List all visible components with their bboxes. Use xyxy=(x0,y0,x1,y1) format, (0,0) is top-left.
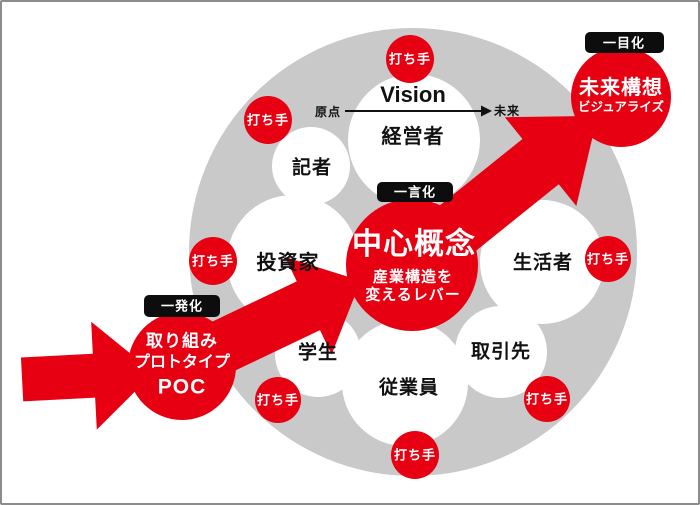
seikatsusha-circle xyxy=(480,200,604,324)
entry-arrow xyxy=(20,321,154,430)
future-label: 未来 xyxy=(493,104,521,118)
vision-title: Vision xyxy=(380,82,446,107)
center-concept-subtitle-2: 変えるレバー xyxy=(365,286,461,304)
hitte-circle-left xyxy=(189,237,237,285)
juugyouin-circle xyxy=(342,320,468,446)
ichimokuka-tag-plate xyxy=(585,32,664,53)
ippatsuka-tag-label: 一発化 xyxy=(160,298,204,314)
torihikisaki-label: 取引先 xyxy=(470,341,532,363)
center-concept-circle xyxy=(346,199,478,331)
keieisha-label: 経営者 xyxy=(381,126,445,148)
origin-label: 原点 xyxy=(314,105,342,119)
hitte-label-left: 打ち手 xyxy=(191,253,235,269)
ippatsuka-tag-plate xyxy=(144,295,220,317)
toushika-label: 投資家 xyxy=(256,252,320,274)
hitte-label-bottom: 打ち手 xyxy=(393,447,437,463)
hitte-circle-top xyxy=(386,35,434,83)
hitte-circle-bottom-left xyxy=(255,377,301,423)
future-vision-subtitle: ビジュアライズ xyxy=(577,99,665,114)
ichigonka-tag-plate xyxy=(377,182,453,202)
ichimokuka-tag-label: 一目化 xyxy=(602,35,646,51)
initiative-circle xyxy=(128,312,236,420)
juugyouin-label: 従業員 xyxy=(378,377,440,399)
hitte-label-bottom-left: 打ち手 xyxy=(256,392,300,408)
kisha-circle xyxy=(272,127,350,205)
future-vision-circle xyxy=(571,47,671,147)
hitte-circle-bottom-right xyxy=(524,376,570,422)
center-concept-title: 中心概念 xyxy=(352,228,476,261)
initiative-line-1: 取り組み xyxy=(146,331,218,351)
hitte-label-right: 打ち手 xyxy=(586,251,630,267)
ichigonka-tag-label: 一言化 xyxy=(393,184,437,200)
initiative-line-2: プロトタイプ xyxy=(133,354,231,371)
hitte-label-bottom-right: 打ち手 xyxy=(525,391,569,407)
future-vision-title: 未来構想 xyxy=(579,77,663,99)
torihikisaki-circle xyxy=(455,306,547,398)
initiative-line-3: POC xyxy=(157,375,207,399)
hitte-circle-bottom xyxy=(391,431,439,479)
hitte-circle-top-left xyxy=(244,96,292,144)
hitte-circle-right xyxy=(585,236,631,282)
keieisha-circle xyxy=(348,74,480,206)
kisha-label: 記者 xyxy=(291,157,333,179)
center-concept-subtitle-1: 産業構造を xyxy=(372,268,454,286)
gakusei-label: 学生 xyxy=(297,342,339,364)
hitte-label-top: 打ち手 xyxy=(388,51,432,67)
vision-axis-arrowhead-icon xyxy=(481,105,492,117)
hitte-label-top-left: 打ち手 xyxy=(246,112,290,128)
seikatsusha-label: 生活者 xyxy=(512,252,574,274)
